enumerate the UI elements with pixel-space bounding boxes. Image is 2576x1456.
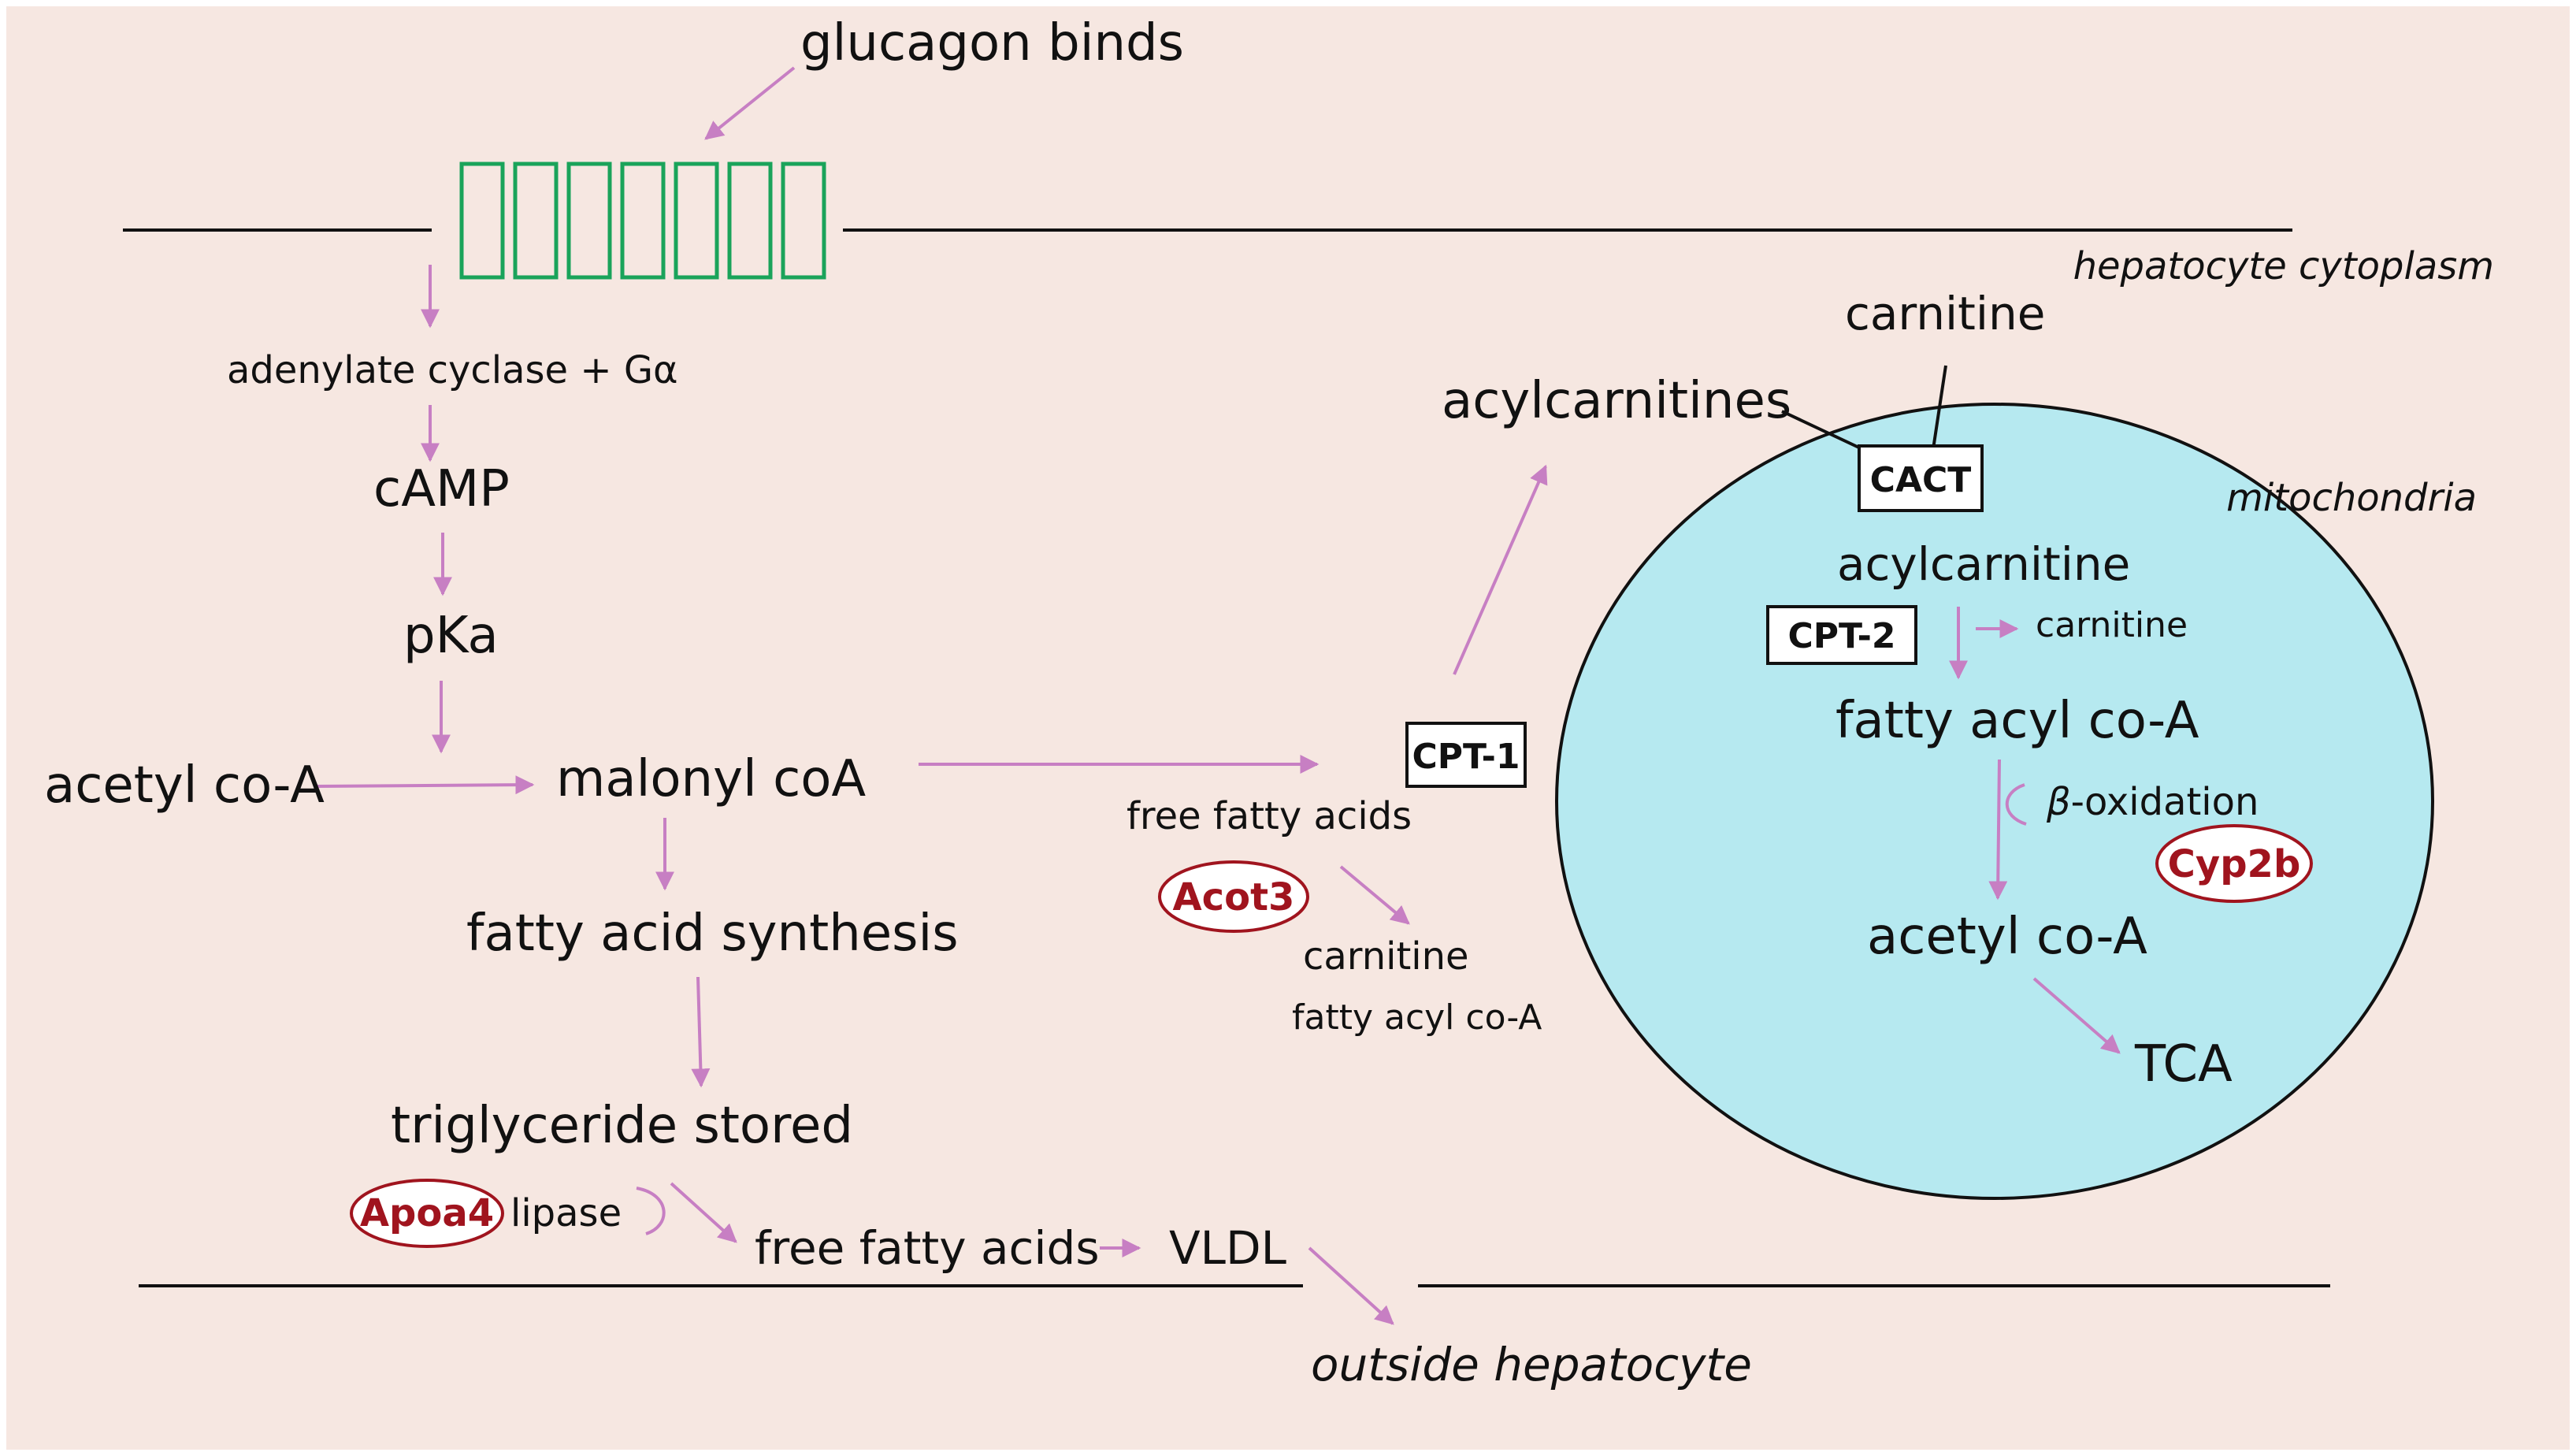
cpt2-label: CPT-2 [1788,616,1896,656]
adenylate-cyclase-label: adenylate cyclase + Gα [227,348,678,392]
lipase-curl [636,1187,666,1235]
acot3-label: Acot3 [1173,875,1295,919]
cyp2b-label: Cyp2b [2168,842,2301,886]
acot3-highlight: Acot3 [1158,860,1309,933]
cyp2b-highlight: Cyp2b [2155,824,2313,903]
vldl-to-outside-arrow [1308,1246,1394,1325]
glucagon-binds-label: glucagon binds [800,14,1184,72]
cact-box-border [1858,444,1984,512]
cpt2-box-border [1766,605,1917,665]
lipase-to-ffa-arrow [670,1182,737,1243]
cpt1-box: CPT-1 [1405,722,1527,788]
tca-label: TCA [2134,1035,2233,1094]
cact-box: CACT [1858,444,1984,512]
acylcarnitines-label: acylcarnitines [1442,372,1791,430]
receptor-segment [566,162,612,280]
acetyl-to-tca-arrow [2032,977,2121,1054]
beta-symbol: β [2046,780,2071,824]
hepatocyte-cytoplasm-label: hepatocyte cytoplasm [2073,244,2494,288]
fatty-acid-synthesis-label: fatty acid synthesis [466,904,959,963]
cpt1-label: CPT-1 [1412,737,1520,777]
fatty-acyl-coa-inner-label: fatty acyl co-A [1835,692,2199,750]
mitochondria-label: mitochondria [2226,476,2477,520]
receptor-segment [513,162,559,280]
apoa4-label: Apoa4 [360,1191,494,1235]
apoa4-ellipse [350,1179,504,1248]
receptor-segment [781,162,826,280]
oxidation-text: -oxidation [2071,780,2259,824]
acylcarnitine-inner-label: acylcarnitine [1837,537,2130,591]
acetyl-coa-left-label: acetyl co-A [44,756,325,815]
glucagon-arrow [704,66,796,140]
apoa4-highlight: Apoa4 [350,1179,504,1248]
receptor-segment [620,162,666,280]
acot3-to-carnitine-arrow [1339,865,1410,925]
receptor-segment [459,162,505,280]
glucagon-receptor [459,162,826,280]
acetyl-coa-inner-label: acetyl co-A [1867,908,2147,966]
vldl-label: VLDL [1169,1221,1286,1275]
cact-label: CACT [1870,460,1972,500]
pka-label: pKa [403,607,499,665]
receptor-segment [674,162,719,280]
carnitine-mid-label: carnitine [1303,934,1469,979]
acetyl-to-malonyl-arrow [314,775,535,795]
beta-oxidation-label: β-oxidation [2046,780,2259,824]
pathway-arrows [314,66,2121,1325]
acot3-ellipse [1158,860,1309,933]
mitochondria [1555,403,2434,1200]
carnitine-inner-label: carnitine [2036,605,2188,645]
carnitine-top-label: carnitine [1845,287,2045,340]
cpt2-box: CPT-2 [1766,605,1917,665]
cyp2b-ellipse [2155,824,2313,903]
free-fatty-acids-mid-label: free fatty acids [1127,794,1412,838]
beta-oxidation-curl [2005,783,2027,826]
synthesis-to-triglyceride-arrow [691,976,711,1088]
fatty-acyl-coa-mid-label: fatty acyl co-A [1292,997,1542,1038]
triglyceride-stored-label: triglyceride stored [391,1097,853,1155]
fattyacyl-to-acetyl-arrow [1988,759,2008,901]
carnitine-to-cact-line [1932,365,1947,450]
camp-label: cAMP [373,460,510,518]
lipase-label: lipase [510,1191,622,1235]
cpt1-box-border [1405,722,1527,788]
cpt1-to-acylcarnitines-arrow [1453,464,1548,675]
malonyl-coa-label: malonyl coA [556,750,866,808]
free-fatty-acids-bottom-label: free fatty acids [755,1221,1100,1275]
outside-hepatocyte-label: outside hepatocyte [1311,1338,1752,1391]
receptor-segment [727,162,773,280]
